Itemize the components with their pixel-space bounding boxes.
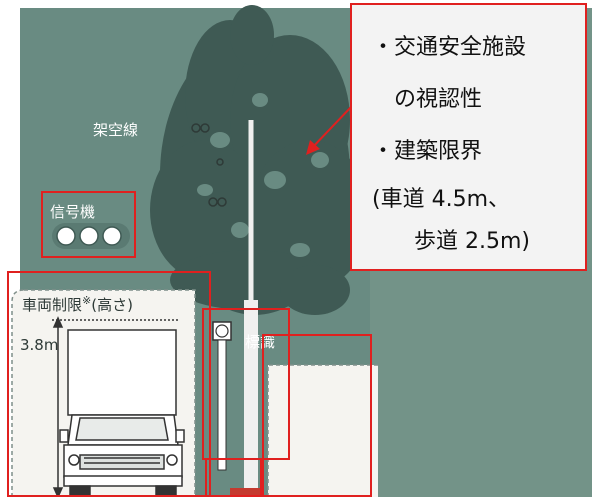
callout-pointer-arrow	[306, 105, 353, 155]
callout-item1-text: 交通安全施設	[394, 35, 527, 60]
signal-label: 信号機	[50, 203, 96, 221]
callout-bullet-2: ・	[372, 139, 395, 164]
callout-item2-line1: ・建築限界	[372, 133, 482, 165]
vehicle-limit-mark: ※	[82, 294, 92, 307]
sidewalk-highlight-box	[262, 334, 372, 497]
vehicle-limit-text: 車両制限	[22, 296, 83, 314]
signal-lights-icon	[52, 223, 130, 249]
callout-item2-text: 建築限界	[394, 139, 483, 164]
callout-item2-line3: 歩道 2.5m)	[414, 229, 530, 254]
road-sign-icon	[212, 321, 232, 471]
vehicle-limit-paren: (高さ)	[91, 296, 133, 314]
trunk-highlight-box	[205, 460, 262, 497]
vehicle-clearance-highlight-box	[7, 271, 211, 497]
overhead-wire-icon	[191, 123, 227, 207]
sidewalk-clearance-area	[267, 364, 378, 497]
callout-bullet-1: ・	[372, 35, 395, 60]
callout-box: ・交通安全施設 の視認性 ・建築限界 (車道 4.5m、 歩道 2.5m)	[350, 3, 587, 271]
callout-item1-line1: ・交通安全施設	[372, 29, 526, 61]
sign-highlight-box	[202, 308, 290, 460]
signal-highlight-box	[41, 191, 136, 258]
sign-label: 標識	[245, 333, 276, 351]
height-value-label: 3.8m	[20, 336, 59, 354]
vehicle-limit-label: 車両制限※(高さ)	[22, 294, 133, 315]
truck-icon	[59, 329, 185, 498]
callout-item2-line2: (車道 4.5m、	[372, 187, 510, 212]
height-dimension-arrow	[52, 316, 180, 499]
tree-trunk	[244, 300, 258, 497]
overhead-wire-label: 架空線	[93, 121, 139, 139]
callout-item1-line2: の視認性	[394, 87, 483, 112]
